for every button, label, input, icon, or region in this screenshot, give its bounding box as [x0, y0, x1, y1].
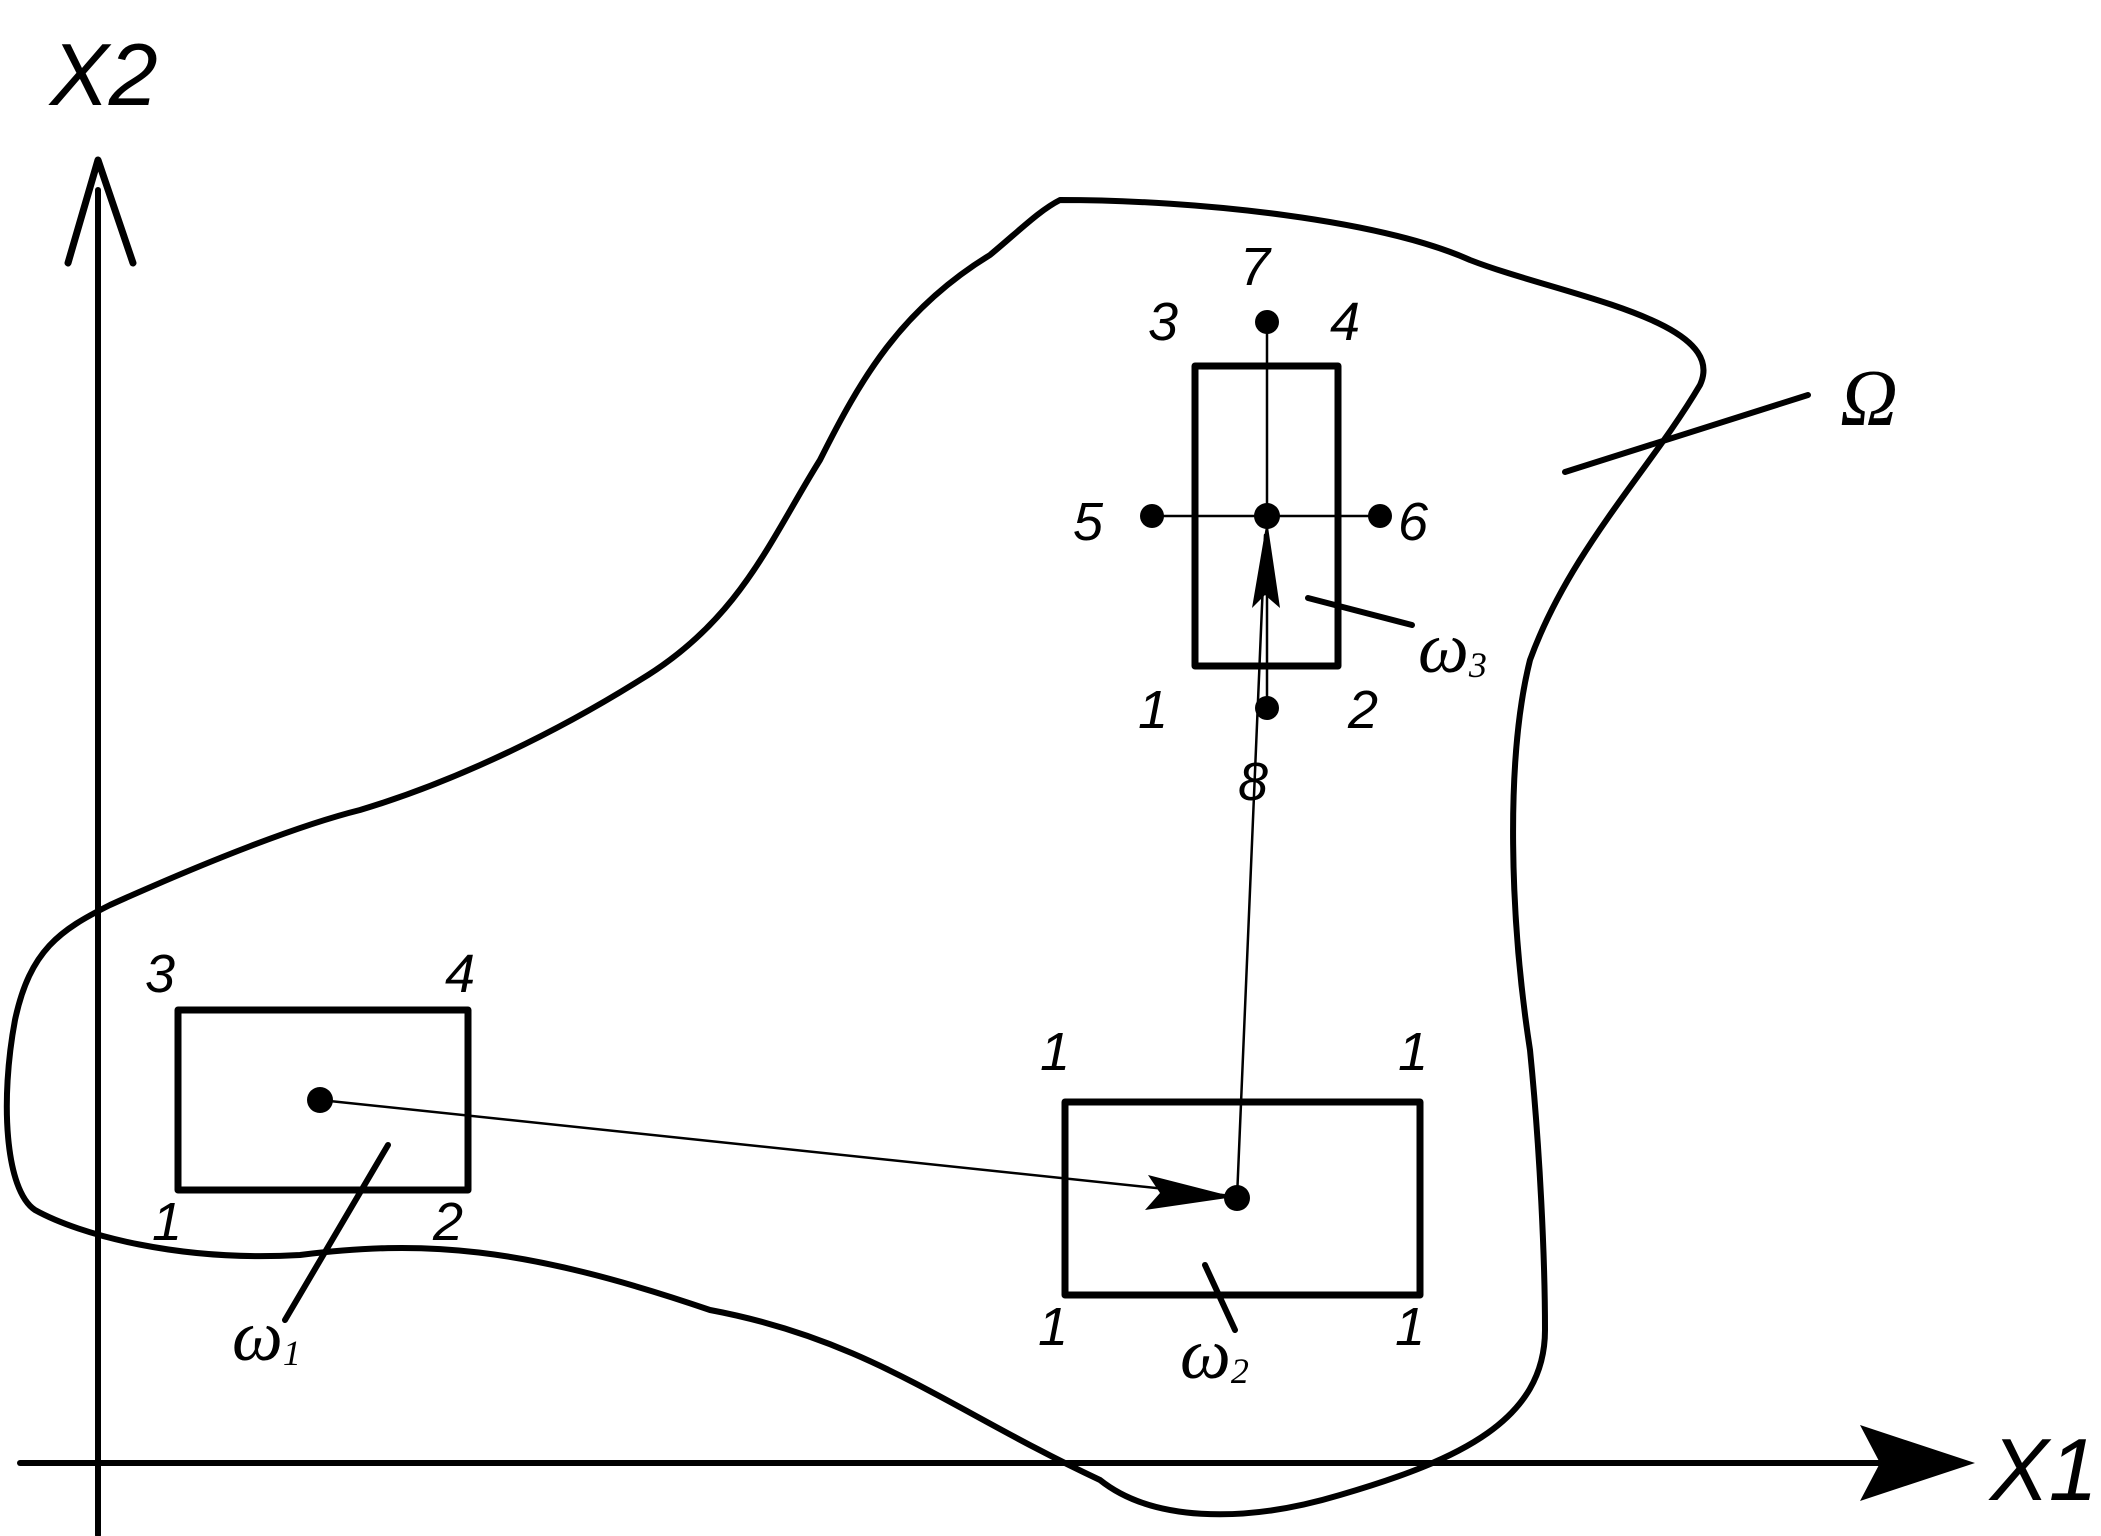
omega2-corner-bottom-left: 1 — [1038, 1297, 1068, 1357]
omega1-corner-bottom-right: 2 — [432, 1192, 463, 1252]
point-7-label: 7 — [1240, 237, 1272, 297]
omega3-corner-bottom-left: 1 — [1138, 680, 1168, 740]
point-5 — [1140, 504, 1164, 528]
omega2-corner-top-right: 1 — [1398, 1022, 1428, 1082]
point-7 — [1255, 310, 1279, 334]
omega3-label: ω3 — [1418, 608, 1487, 688]
point-5-label: 5 — [1073, 492, 1104, 552]
x2-axis-arrow-icon — [64, 156, 137, 267]
omega2-corner-top-left: 1 — [1040, 1022, 1070, 1082]
x1-axis-label: X1 — [1988, 1420, 2098, 1519]
omega3-corner-top-left: 3 — [1148, 292, 1178, 352]
omega1-corner-top-right: 4 — [445, 944, 475, 1004]
omega1-corner-top-left: 3 — [145, 944, 175, 1004]
omega-label: Ω — [1840, 355, 1898, 443]
omega2-corner-bottom-right: 1 — [1395, 1297, 1425, 1357]
omega1-corner-bottom-left: 1 — [152, 1192, 182, 1252]
omega2-leader-line — [1202, 1262, 1238, 1333]
x2-axis-label: X2 — [48, 25, 158, 124]
point-8 — [1255, 696, 1279, 720]
transfer-arrow-1-to-2-head-icon — [1145, 1175, 1234, 1210]
omega3-leader-line — [1305, 595, 1415, 628]
point-6 — [1368, 504, 1392, 528]
domain-omega-boundary — [3, 197, 1707, 1518]
x1-axis-arrow-icon — [1860, 1425, 1975, 1501]
omega2-label: ω2 — [1180, 1314, 1249, 1394]
omega1-leader-line — [282, 1142, 391, 1323]
region-omega1-rect — [174, 1006, 472, 1194]
transfer-arrow-1-to-2 — [318, 1098, 1234, 1198]
transfer-arrow-2-to-3 — [1235, 533, 1267, 1200]
omega-leader-line — [1562, 392, 1811, 475]
transfer-arrow-2-to-3-head-icon — [1252, 520, 1280, 608]
point-6-label: 6 — [1398, 492, 1429, 552]
omega3-corner-top-right: 4 — [1330, 292, 1360, 352]
omega1-label: ω1 — [232, 1296, 301, 1376]
omega3-center-point — [1254, 503, 1280, 529]
region-omega2-rect — [1061, 1098, 1424, 1299]
omega3-corner-bottom-right: 2 — [1347, 680, 1378, 740]
